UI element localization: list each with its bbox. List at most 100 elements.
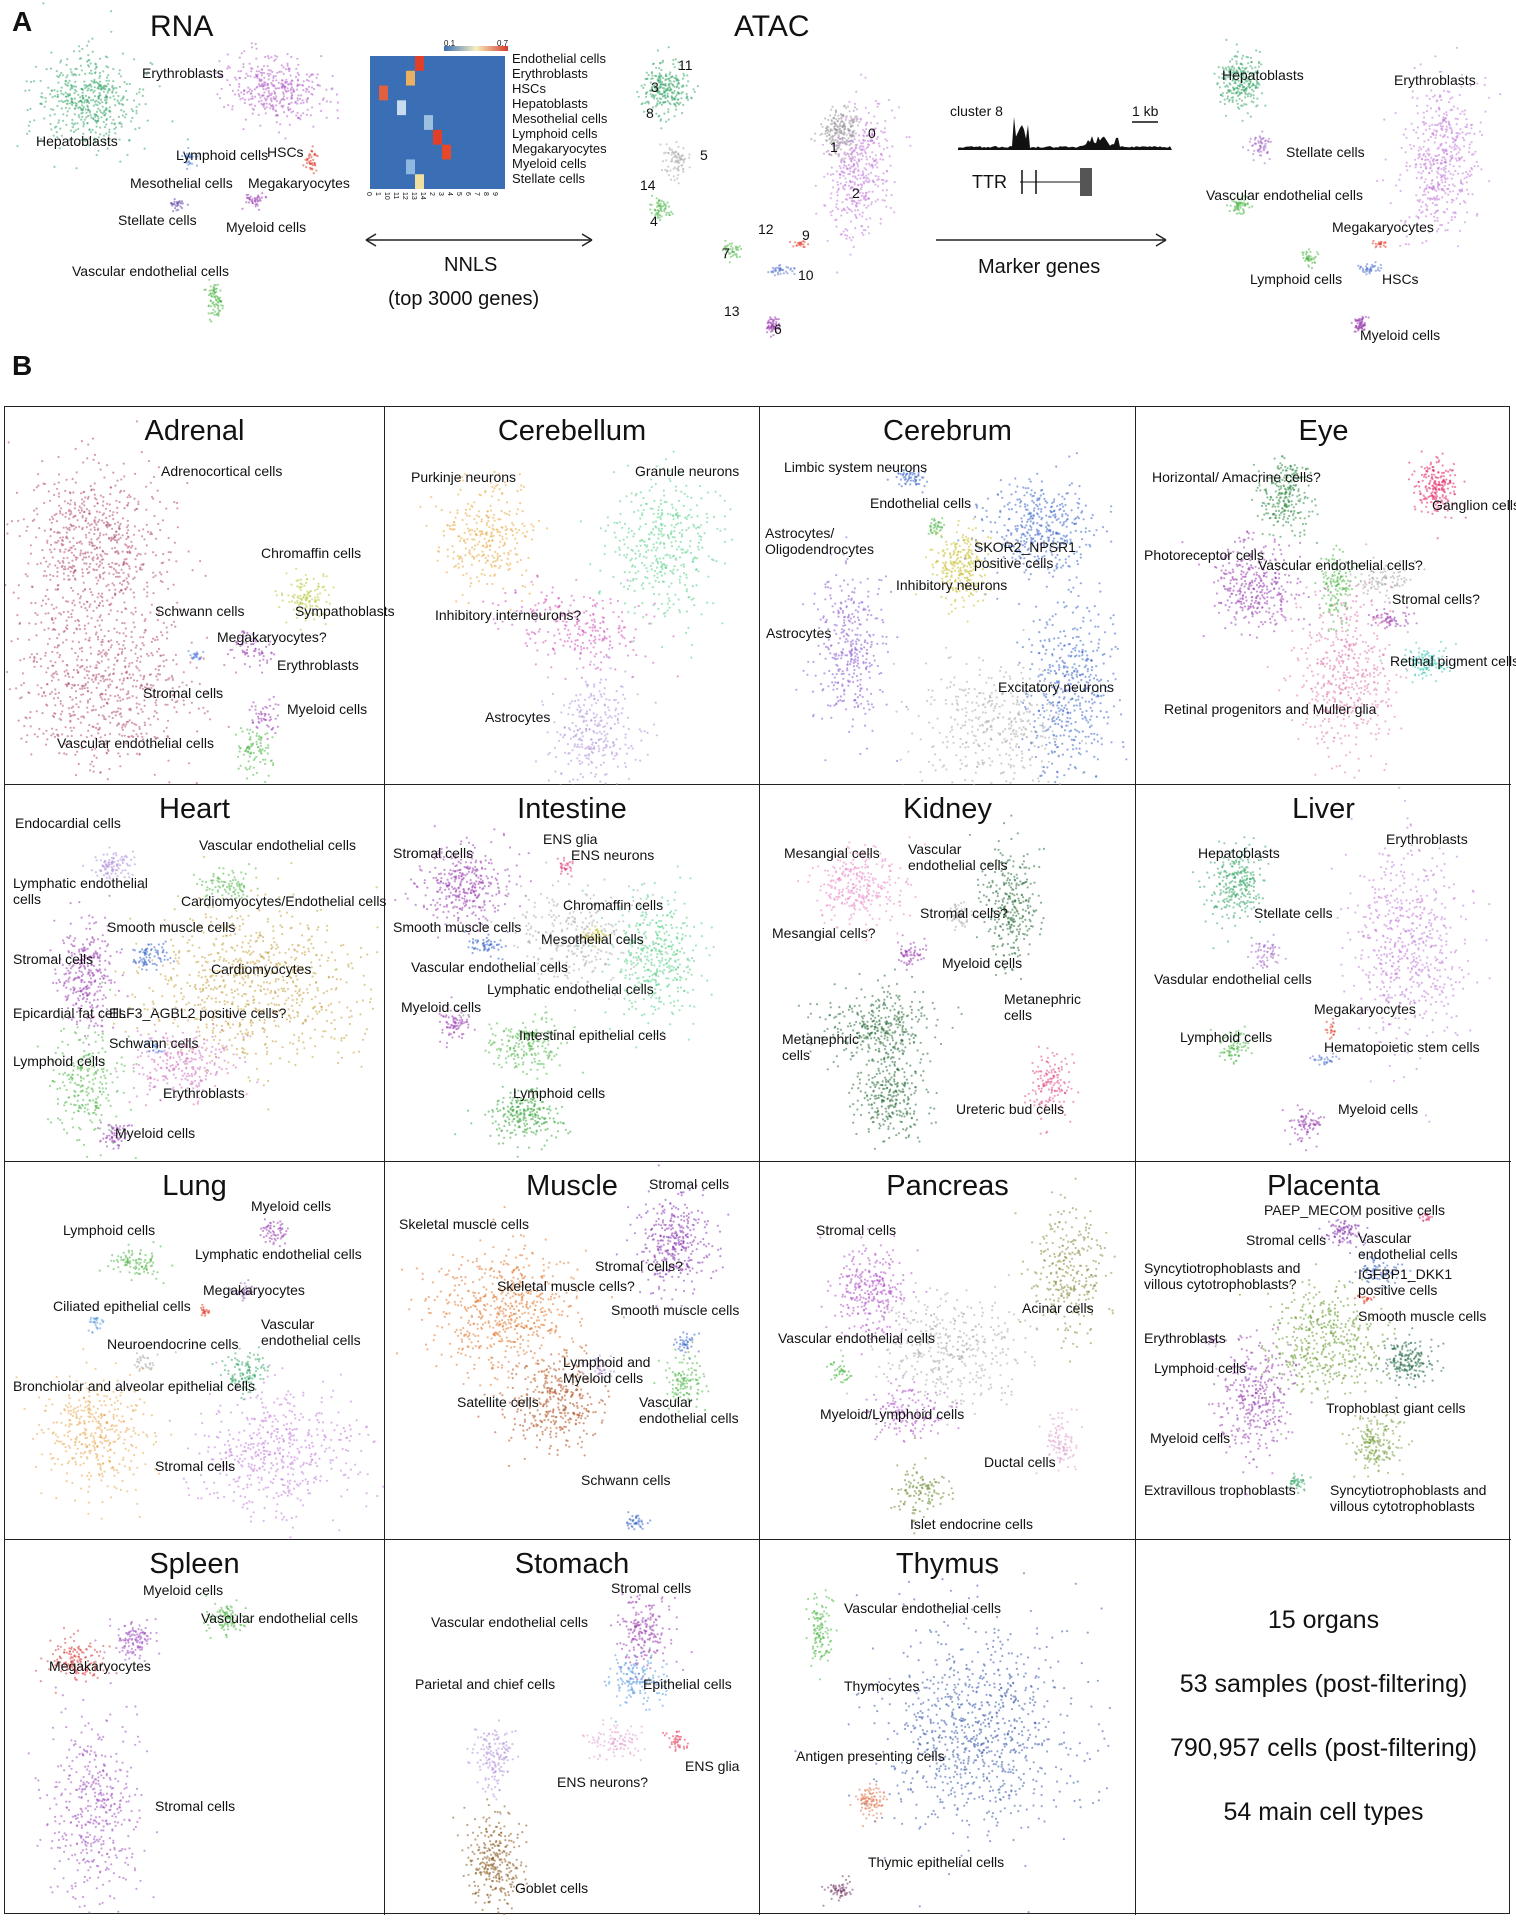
heatmap-cell — [406, 159, 415, 175]
cell-cluster — [203, 278, 225, 323]
cell-type-label: Stromal cells — [155, 1458, 235, 1474]
marker-genes-label: Marker genes — [978, 256, 1100, 279]
cell-type-label: ENS neurons? — [557, 1774, 648, 1790]
cell-type-label: Stellate cells — [1254, 905, 1333, 921]
annotated-label: Megakaryocytes — [1332, 219, 1434, 235]
cell-cluster — [34, 1626, 118, 1694]
organ-title: Eye — [1136, 415, 1511, 448]
cell-type-label: Chromaffin cells — [563, 897, 663, 913]
cell-cluster — [97, 1121, 133, 1150]
cell-cluster — [1376, 46, 1502, 283]
annotated-label: Lymphoid cells — [1250, 271, 1342, 287]
heatmap-col-label: 4 — [446, 192, 453, 196]
heatmap-row-label: Endothelial cells — [512, 51, 606, 66]
cell-type-label: Stromal cells? — [920, 905, 1008, 921]
cell-type-label: Smooth muscle cells — [611, 1302, 739, 1318]
cell-type-label: Chromaffin cells — [261, 545, 361, 561]
cell-type-label: Purkinje neurons — [411, 469, 516, 485]
cell-type-label: ENS neurons — [571, 847, 654, 863]
heatmap-col-label: 12 — [401, 192, 408, 200]
umap-plot — [1199, 1212, 1445, 1496]
cell-cluster — [1192, 836, 1270, 950]
heatmap-cell — [406, 70, 415, 86]
umap-plot — [36, 846, 379, 1160]
cell-cluster — [825, 1354, 853, 1384]
umap-plot — [819, 1177, 1116, 1535]
heatmap-cell — [415, 174, 424, 189]
cell-type-label: Stromal cells — [393, 845, 473, 861]
cell-cluster — [274, 567, 335, 631]
annotated-label: HSCs — [1382, 271, 1419, 287]
track-gene-label: TTR — [972, 172, 1007, 193]
cell-cluster — [463, 930, 509, 961]
cell-type-label: Lymphoid cells — [513, 1085, 605, 1101]
umap-plot — [5, 420, 335, 785]
cell-type-label: Thymic epithelial cells — [868, 1854, 1004, 1870]
annotated-label: Myeloid cells — [1360, 327, 1440, 343]
cell-type-label: Myeloid cells — [401, 999, 481, 1015]
cell-cluster — [659, 141, 691, 185]
atac-cluster-number: 8 — [646, 105, 654, 121]
atac-cluster-number: 2 — [852, 185, 860, 201]
atac-cluster-number: 1 — [830, 139, 838, 155]
cell-cluster — [797, 968, 963, 1071]
heatmap-cell — [442, 144, 451, 160]
cell-cluster — [1208, 1326, 1313, 1496]
cell-type-label: PAEP_MECOM positive cells — [1264, 1202, 1445, 1218]
cell-type-label: Extravillous trophoblasts — [1144, 1482, 1296, 1498]
heatmap-col-label: 5 — [455, 192, 462, 196]
cell-type-label: Trophoblast giant cells — [1326, 1400, 1466, 1416]
atac-cluster-number: 4 — [650, 213, 658, 229]
organ-title: Heart — [5, 793, 384, 826]
track-scale-label: 1 kb — [1132, 103, 1158, 119]
cell-type-label: Endothelial cells — [870, 495, 971, 511]
cell-cluster — [625, 1511, 652, 1531]
cell-cluster — [482, 574, 679, 680]
cell-type-label: Lymphatic endothelial cells — [195, 1246, 362, 1262]
cell-type-label: Lymphatic endothelial cells — [487, 981, 654, 997]
cell-type-label: Stromal cells — [143, 685, 223, 701]
cell-type-label: Vascular endothelial cells — [431, 1614, 588, 1630]
heatmap-col-label: 7 — [473, 192, 480, 196]
heatmap-col-label: 3 — [437, 192, 444, 196]
cell-type-label: Antigen presenting cells — [796, 1748, 945, 1764]
summary-stat: 54 main cell types — [1136, 1798, 1511, 1827]
cell-cluster — [1309, 1052, 1341, 1066]
heatmap-scale — [444, 46, 508, 51]
cell-cluster — [1353, 1291, 1376, 1305]
cell-cluster — [636, 46, 700, 130]
cell-type-label: Retinal progenitors and Muller glia — [1164, 701, 1376, 717]
cell-type-label: Astrocytes/ Oligodendrocytes — [765, 525, 874, 557]
cell-cluster — [226, 630, 276, 674]
umap-plot — [794, 1572, 1111, 1914]
cell-cluster — [120, 940, 175, 971]
coverage-track — [958, 116, 1172, 150]
cell-cluster — [579, 450, 734, 659]
cell-cluster — [1371, 239, 1387, 249]
atac-cluster-number: 7 — [722, 245, 730, 261]
annotated-label: Vascular endothelial cells — [1206, 187, 1363, 203]
cell-type-label: Vascular endothelial cells — [199, 837, 356, 853]
cell-cluster — [721, 239, 743, 264]
heatmap-cell — [397, 100, 406, 116]
heatmap-row-label: Mesothelial cells — [512, 111, 607, 126]
cell-type-label: Inhibitory interneurons? — [435, 607, 581, 623]
organ-title: Liver — [1136, 793, 1511, 826]
summary-stat: 53 samples (post-filtering) — [1136, 1670, 1511, 1699]
cell-cluster — [229, 1279, 262, 1302]
panel-b-letter: B — [12, 350, 32, 382]
cell-cluster — [1016, 550, 1128, 784]
heatmap-col-label: 6 — [464, 192, 471, 196]
cell-cluster — [1350, 315, 1370, 333]
atac-cluster-number: 12 — [758, 221, 774, 237]
cell-cluster — [1318, 1214, 1369, 1255]
annotated-label: Stellate cells — [1286, 144, 1365, 160]
cell-cluster — [438, 996, 476, 1049]
atac-cluster-number: 0 — [868, 125, 876, 141]
cell-cluster — [192, 863, 259, 909]
umap-plot — [394, 825, 715, 1158]
